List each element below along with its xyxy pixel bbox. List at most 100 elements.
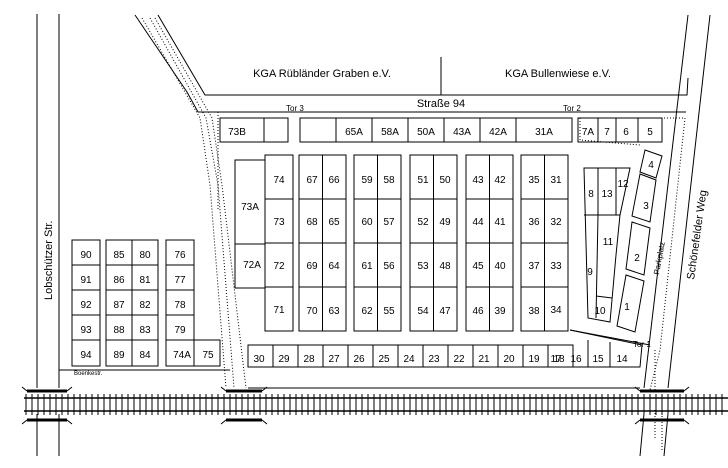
plot-57-label: 57 (383, 217, 395, 228)
plot-85-label: 85 (113, 250, 125, 261)
lobschuetzer-label: Lobschützer Str. (43, 221, 55, 301)
tor-3-label: Tor 3 (286, 104, 304, 113)
plot-88-label: 88 (113, 325, 125, 336)
plot-28-label: 28 (303, 354, 315, 365)
plot-12-label: 12 (617, 179, 629, 190)
plot-3-label: 3 (643, 201, 649, 212)
plot-82-label: 82 (139, 300, 151, 311)
plot-72-label: 72 (273, 261, 285, 272)
plot-7A-label: 7A (582, 127, 595, 138)
plot-37-label: 37 (528, 261, 540, 272)
plot-36-label: 36 (528, 217, 540, 228)
plot-6-label: 6 (623, 127, 629, 138)
plot-5-label: 5 (647, 127, 653, 138)
plot-11-label: 11 (603, 237, 614, 248)
plot-29-label: 29 (278, 354, 290, 365)
plot-40-label: 40 (494, 261, 506, 272)
plot-73B-label: 73B (228, 127, 246, 138)
plot-86-label: 86 (113, 275, 125, 286)
plot-74-label: 74 (273, 175, 285, 186)
plot-89-label: 89 (113, 350, 125, 361)
plot-93-label: 93 (80, 325, 92, 336)
plot-43A-label: 43A (453, 127, 471, 138)
plot-46-label: 46 (472, 306, 484, 317)
strasse-94-road (157, 14, 689, 96)
plot-72A-label: 72A (243, 260, 261, 271)
plot-48-label: 48 (439, 261, 451, 272)
plot-31-label: 31 (550, 175, 562, 186)
schoenefelder-road-edge (643, 14, 689, 389)
plot-60-label: 60 (361, 217, 373, 228)
footpath-dotted (141, 17, 227, 389)
plot-23-label: 23 (428, 354, 440, 365)
plot-19-label: 19 (528, 354, 540, 365)
plot-94-label: 94 (80, 350, 92, 361)
plot-41-label: 41 (494, 217, 506, 228)
plot-50-label: 50 (439, 175, 451, 186)
railway-track (21, 386, 728, 425)
plot-2-label: 2 (634, 253, 640, 264)
plot-13-label: 13 (601, 189, 613, 200)
plot-63-label: 63 (328, 306, 340, 317)
plot-56-label: 56 (383, 261, 395, 272)
kga-ruebland-label: KGA Rübländer Graben e.V. (253, 68, 391, 80)
plot-18-label: 18 (553, 354, 565, 365)
plot-25-label: 25 (378, 354, 390, 365)
plot-15-label: 15 (592, 354, 604, 365)
plot-74A-label: 74A (173, 350, 191, 361)
plot-52-label: 52 (417, 217, 429, 228)
plot-27-label: 27 (328, 354, 340, 365)
plot-53-label: 53 (417, 261, 429, 272)
plot-64-label: 64 (328, 261, 340, 272)
plot-22-label: 22 (453, 354, 465, 365)
plot-45-label: 45 (472, 261, 484, 272)
plot-50A-label: 50A (417, 127, 435, 138)
plot-30-label: 30 (253, 354, 265, 365)
plot-81-label: 81 (139, 275, 151, 286)
plot-44-label: 44 (472, 217, 484, 228)
plot-31A-label: 31A (535, 127, 553, 138)
plot-14-label: 14 (616, 354, 628, 365)
plot-61-label: 61 (361, 261, 373, 272)
parkplatz-label: Parkplatz (652, 241, 667, 275)
plot-8-label: 8 (588, 189, 594, 200)
plot-20-label: 20 (503, 354, 515, 365)
plot-76-label: 76 (174, 250, 186, 261)
plot-69-label: 69 (306, 261, 318, 272)
plot-65A-label: 65A (345, 127, 363, 138)
plot-51-label: 51 (417, 175, 429, 186)
plot-79-label: 79 (174, 325, 186, 336)
plot-80-label: 80 (139, 250, 151, 261)
tor-1-label: Tor 1 (633, 340, 651, 349)
plot-42-label: 42 (494, 175, 506, 186)
plot-4-label: 4 (648, 160, 654, 171)
plot-55-label: 55 (383, 306, 395, 317)
plot-62-label: 62 (361, 306, 373, 317)
plot-73A-label: 73A (241, 202, 259, 213)
plot-26-label: 26 (353, 354, 365, 365)
plot-68-label: 68 (306, 217, 318, 228)
plot-65-label: 65 (328, 217, 340, 228)
plot-34-label: 34 (550, 305, 562, 316)
plot-43-label: 43 (472, 175, 484, 186)
plot-24-label: 24 (403, 354, 415, 365)
plot-47-label: 47 (439, 306, 451, 317)
plot-16-label: 16 (570, 354, 582, 365)
strasse-94-label: Straße 94 (417, 98, 465, 110)
plot-87-label: 87 (113, 300, 125, 311)
plot-84-label: 84 (139, 350, 151, 361)
plot-92-label: 92 (80, 300, 92, 311)
plot-66-label: 66 (328, 175, 340, 186)
plot-75-label: 75 (202, 350, 214, 361)
tor-2-label: Tor 2 (563, 104, 581, 113)
plot-42A-label: 42A (489, 127, 507, 138)
plot-39-label: 39 (494, 306, 506, 317)
plot-38-label: 38 (528, 306, 540, 317)
plot-54-label: 54 (417, 306, 429, 317)
plot-71-label: 71 (273, 305, 285, 316)
plot-59-label: 59 (361, 175, 373, 186)
plot-7-label: 7 (604, 127, 610, 138)
plot-58A-label: 58A (381, 127, 399, 138)
kga-bullenwiese-label: KGA Bullenwiese e.V. (505, 68, 611, 80)
plot-83-label: 83 (139, 325, 151, 336)
